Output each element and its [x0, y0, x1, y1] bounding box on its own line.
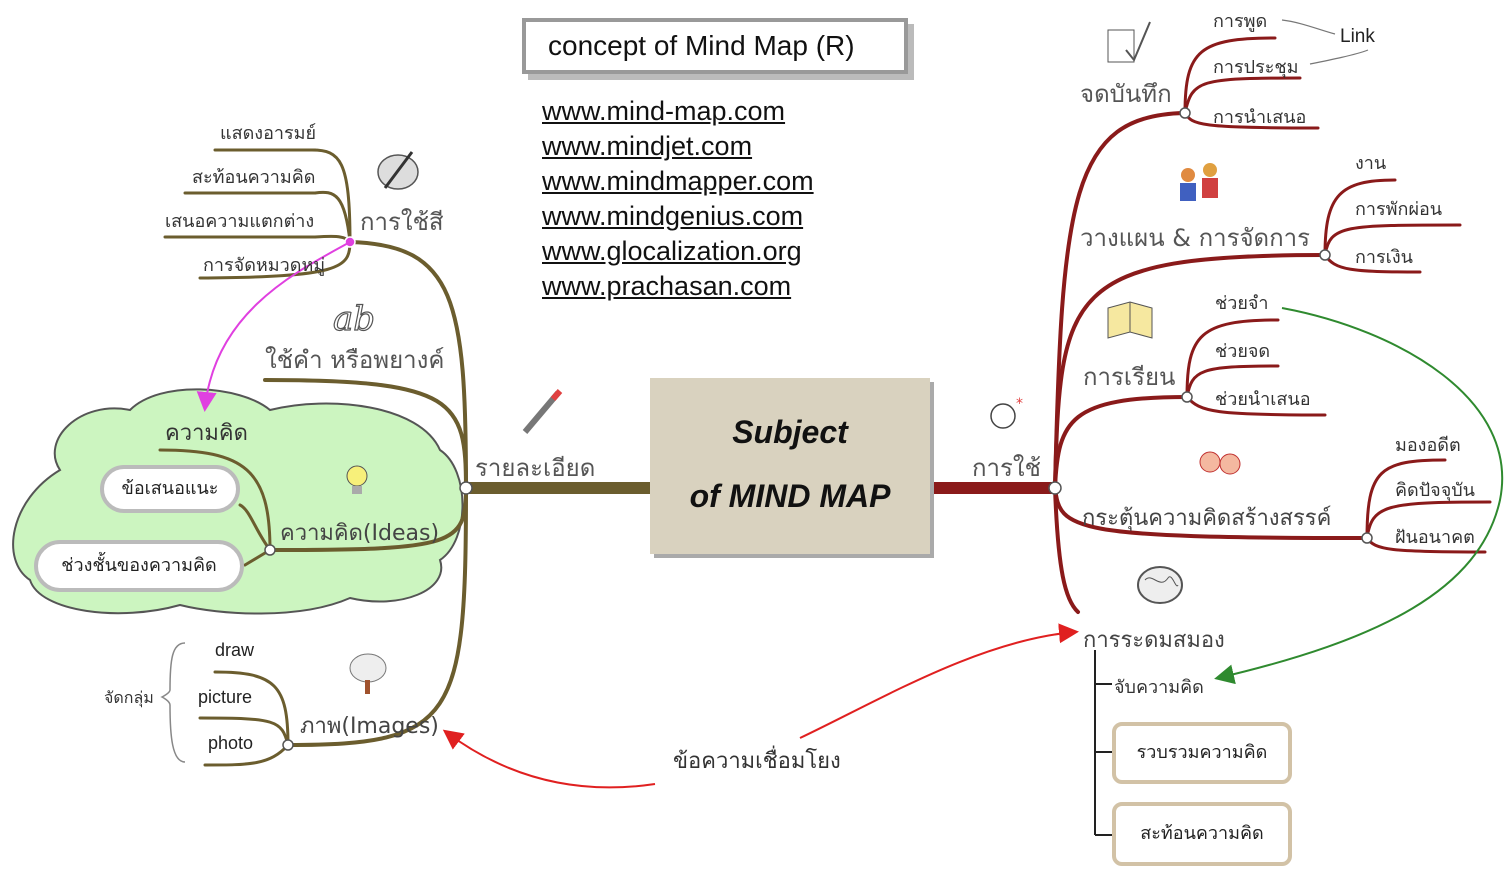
group-label: จัดกลุ่ม: [104, 688, 154, 707]
bomb-icon: *: [990, 396, 1023, 429]
people-icon: [1180, 163, 1218, 201]
color-item-4: การจัดหมวดหมู่: [203, 255, 326, 276]
magenta-arrow: [196, 241, 351, 412]
topic-create: กระตุ้นความคิดสร้างสรรค์: [1082, 506, 1332, 531]
idea-item-2: ข้อเสนอแนะ: [100, 465, 240, 513]
link-prachasan[interactable]: www.prachasan.com: [542, 271, 792, 301]
color-item-3: เสนอความแตกต่าง: [165, 211, 315, 232]
note-item-3: การนำเสนอ: [1213, 107, 1307, 128]
lightbulb-icon: [346, 465, 368, 494]
create-item-3: ฝันอนาคต: [1395, 527, 1475, 548]
book-icon: [1107, 301, 1153, 339]
red-arrow-left: [442, 729, 656, 789]
central-topic: Subject of MIND MAP: [650, 378, 930, 554]
link-glocalization[interactable]: www.glocalization.org: [542, 236, 802, 266]
links-list: www.mind-map.com www.mindjet.com www.min…: [542, 94, 814, 304]
branch-use: การใช้: [972, 454, 1041, 482]
branch-detail: รายละเอียด: [475, 454, 596, 482]
palette-icon: [377, 151, 419, 190]
svg-text:ab: ab: [333, 299, 375, 339]
brainstorm-item-2: รวบรวมความคิด: [1112, 722, 1292, 784]
central-topic-line2: of MIND MAP: [689, 478, 891, 514]
topic-ideas: ความคิด(Ideas): [280, 521, 440, 546]
brain-icon: [1137, 566, 1183, 604]
title-box: concept of Mind Map (R): [522, 18, 908, 74]
title-text: concept of Mind Map (R): [548, 30, 855, 61]
green-arrow: [1214, 307, 1504, 685]
idea-item-1: ความคิด: [165, 421, 248, 446]
link-mind-map[interactable]: www.mind-map.com: [542, 96, 786, 126]
learn-item-1: ช่วยจำ: [1215, 293, 1269, 314]
link-mindgenius[interactable]: www.mindgenius.com: [542, 201, 804, 231]
letters-icon: ab: [332, 298, 375, 339]
svg-text:*: *: [1016, 396, 1023, 412]
note-item-2: การประชุม: [1213, 57, 1299, 78]
topic-notes: จดบันทึก: [1080, 80, 1172, 108]
brainstorm-item-3: สะท้อนความคิด: [1112, 802, 1292, 866]
idea-item-3: ช่วงชั้นของความคิด: [34, 540, 244, 592]
brainstorm-item-1: จับความคิด: [1114, 677, 1204, 698]
image-item-draw: draw: [215, 640, 255, 660]
plan-item-3: การเงิน: [1355, 247, 1413, 268]
topic-color-use: การใช้สี: [360, 208, 444, 236]
color-item-1: แสดงอารมย์: [220, 123, 317, 144]
topic-brainstorm: การระดมสมอง: [1083, 628, 1225, 653]
pencil-icon: [522, 389, 563, 434]
connector-label: ข้อความเชื่อมโยง: [673, 749, 841, 774]
plan-item-1: งาน: [1355, 153, 1387, 174]
note-item-1: การพูด: [1213, 11, 1268, 32]
topic-images: ภาพ(Images): [300, 714, 439, 739]
create-item-1: มองอดีต: [1395, 435, 1461, 456]
topic-plan: วางแผน & การจัดการ: [1080, 224, 1311, 252]
create-item-2: คิดปัจจุบัน: [1395, 480, 1475, 501]
link-mindmapper[interactable]: www.mindmapper.com: [542, 166, 814, 196]
faces-icon: [1199, 451, 1241, 475]
learn-item-3: ช่วยนำเสนอ: [1215, 389, 1311, 410]
color-item-2: สะท้อนความคิด: [192, 167, 316, 188]
link-mindjet[interactable]: www.mindjet.com: [542, 131, 753, 161]
link-label: Link: [1340, 26, 1375, 47]
central-topic-line1: Subject: [732, 414, 848, 450]
learn-item-2: ช่วยจด: [1215, 341, 1271, 362]
tree-icon: [349, 653, 387, 694]
topic-learn: การเรียน: [1083, 363, 1176, 391]
plan-item-2: การพักผ่อน: [1355, 199, 1443, 220]
image-item-picture: picture: [198, 687, 253, 707]
topic-words: ใช้คำ หรือพยางค์: [265, 346, 445, 374]
checklist-icon: [1107, 21, 1151, 63]
image-item-photo: photo: [208, 733, 254, 753]
red-arrow-right: [799, 623, 1079, 739]
